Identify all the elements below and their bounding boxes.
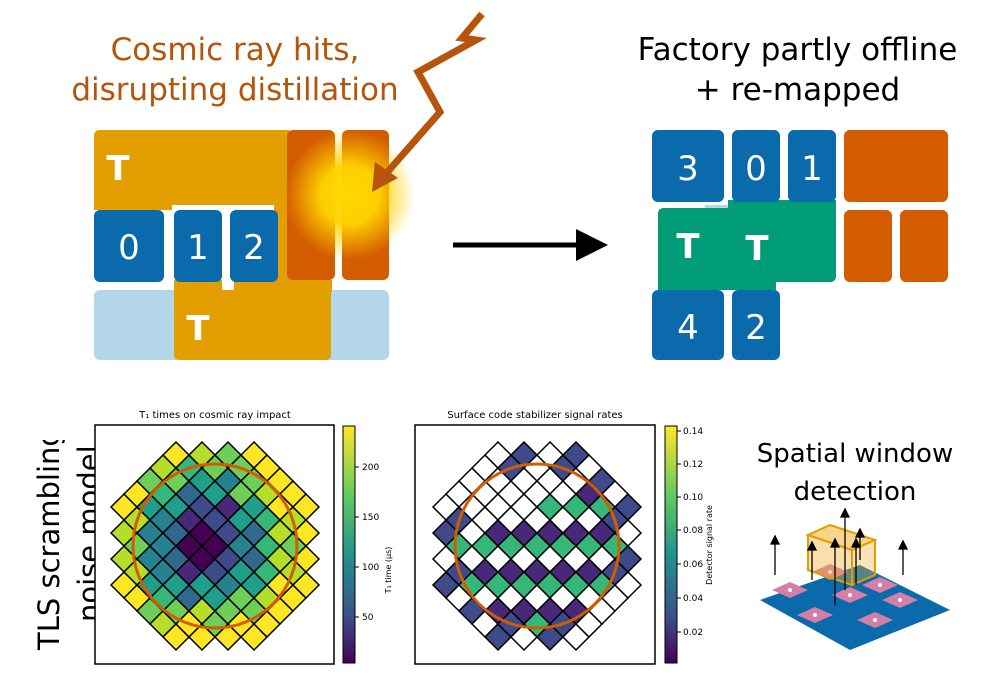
plot1-impact-circle — [131, 462, 299, 630]
remapped-qubit-tile-2 — [732, 290, 780, 360]
t-label-bottom: T — [186, 309, 210, 349]
lightning-bolt-icon — [381, 11, 487, 179]
plot2-tick-004: 0.04 — [683, 594, 703, 604]
qubit-dot — [813, 613, 817, 617]
remapped-t-factory — [658, 200, 836, 290]
qubit-dot — [828, 570, 832, 574]
stabilizer-cell — [291, 570, 321, 600]
lightning-arrowhead-icon — [372, 162, 398, 192]
checkerboard-tiles — [772, 564, 918, 628]
qubit-dot — [848, 593, 852, 597]
plot2-colorbar-label: Detector signal rate — [705, 505, 714, 585]
stabilizer-cell — [613, 570, 643, 600]
remapped-qubit-tile-1 — [788, 130, 836, 202]
remapped-qubit-tile-3 — [652, 130, 724, 202]
cosmic-ray-title-line2: disrupting distillation — [71, 72, 399, 108]
factory-offline-title: Factory partly offline + re-mapped — [615, 30, 980, 110]
plot2-title: Surface code stabilizer signal rates — [447, 410, 623, 421]
qubit-dot — [898, 598, 902, 602]
plot1-colorbar — [342, 425, 356, 664]
remapped-label-4: 4 — [677, 308, 699, 348]
plot2-tick-006: 0.06 — [683, 560, 703, 570]
remapped-label-1: 1 — [801, 149, 823, 189]
t-factory-bottom-region — [174, 280, 331, 360]
qubit-dot — [873, 618, 877, 622]
plot2-tick-014: 0.14 — [683, 427, 703, 437]
tls-line1: TLS scrambling — [32, 440, 66, 651]
spatial-window-sketch — [760, 507, 950, 650]
plot2-colorbar — [664, 425, 678, 664]
remapped-label-3: 3 — [677, 149, 699, 189]
plot1-stabilizer-grid — [109, 440, 321, 652]
plot2-tick-012: 0.12 — [683, 460, 703, 470]
remapped-offline-left — [844, 210, 892, 282]
detection-window-side-icon — [851, 538, 876, 587]
remapped-label-2: 2 — [745, 308, 767, 348]
plot1-tick-100: 100 — [362, 563, 379, 573]
qubit-tile-1 — [174, 210, 222, 282]
remapped-label-0: 0 — [745, 149, 767, 189]
plot2-stabilizer-grid — [431, 440, 643, 652]
remapped-qubit-tile-4 — [652, 290, 724, 360]
qubit-tile-2 — [230, 210, 278, 282]
plot1-tick-150: 150 — [362, 513, 379, 523]
plot2-tick-002: 0.02 — [683, 628, 703, 638]
cosmic-ray-title-line1: Cosmic ray hits, — [110, 32, 360, 68]
qubit-dot — [788, 588, 792, 592]
detection-event-arrows — [769, 507, 909, 605]
plot2-tick-008: 0.08 — [683, 526, 703, 536]
transition-arrow-head-icon — [576, 229, 608, 261]
spatial-title-line2: detection — [793, 477, 917, 507]
factory-title-line1: Factory partly offline — [637, 32, 958, 68]
qubit-dot — [878, 583, 882, 587]
spatial-title-line1: Spatial window — [756, 439, 954, 469]
plot1-tick-50: 50 — [362, 613, 374, 623]
t-factory-link — [280, 280, 332, 292]
t-factory-top-region — [94, 130, 289, 210]
checkerboard-base — [760, 565, 950, 650]
cosmic-ray-title: Cosmic ray hits, disrupting distillation — [60, 30, 410, 110]
qubit-label-0: 0 — [118, 228, 140, 268]
plot1-colorbar-label: T₁ time (μs) — [384, 547, 393, 595]
cosmic-ray-impact-glow — [285, 130, 415, 260]
plot2-colorbar-ticks: 0.14 0.12 0.10 0.08 0.06 0.04 0.02 — [677, 427, 703, 638]
plot1-tick-200: 200 — [362, 463, 379, 473]
spatial-window-title: Spatial window detection — [745, 435, 965, 511]
remapped-t-label-2: T — [745, 229, 769, 269]
qubit-tile-0 — [94, 210, 164, 282]
plot2-impact-circle — [453, 462, 621, 630]
plot1-title: T₁ times on cosmic ray impact — [139, 410, 291, 421]
qubit-label-1: 1 — [187, 228, 209, 268]
remapped-qubit-tile-0 — [732, 130, 780, 202]
remapped-t-label-1: T — [676, 227, 700, 267]
remapped-offline-right — [900, 210, 948, 282]
remapped-offline-top — [844, 130, 948, 202]
factory-title-line2: + re-mapped — [694, 72, 901, 108]
t-label-top: T — [106, 149, 130, 189]
plot2-tick-010: 0.10 — [683, 493, 703, 503]
qubit-label-2: 2 — [243, 228, 265, 268]
plot1-colorbar-ticks: 200 150 100 50 — [355, 463, 379, 623]
